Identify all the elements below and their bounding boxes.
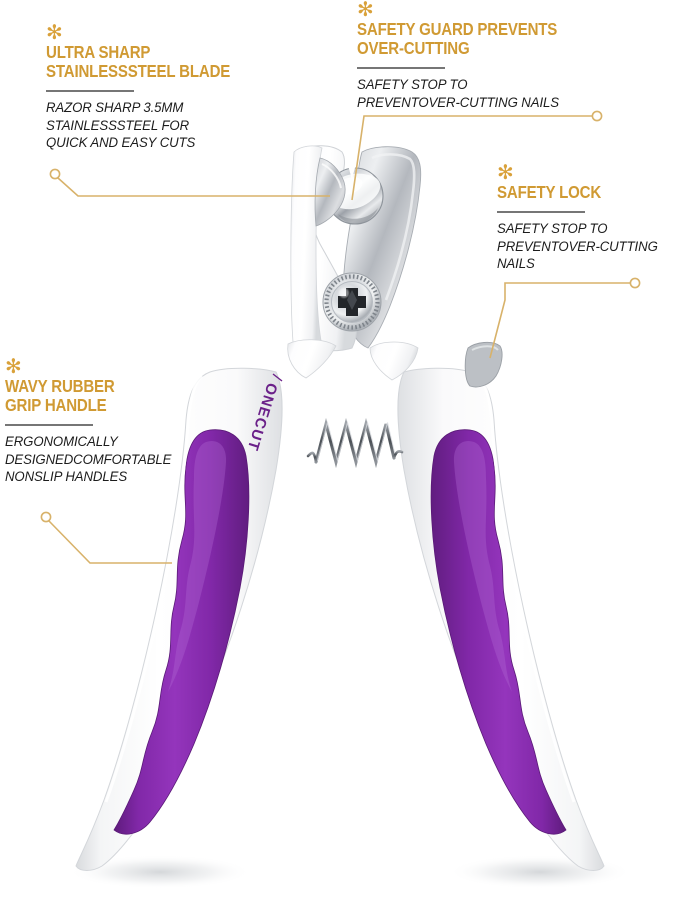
asterisk-icon: ✻ xyxy=(5,356,22,378)
callout-body: RAZOR SHARP 3.5MM STAINLESSSTEEL FOR QUI… xyxy=(46,100,196,151)
leader-line-blade xyxy=(57,177,330,197)
callout-divider xyxy=(46,90,134,92)
callout-title: SAFETY GUARD PREVENTS OVER-CUTTING xyxy=(357,19,558,58)
callout-safety-guard: ✻ SAFETY GUARD PREVENTS OVER-CUTTING SAF… xyxy=(357,0,657,112)
callout-wavy-rubber-grip: ✻ WAVY RUBBER GRIP HANDLE ERGONOMICALLY … xyxy=(5,356,235,487)
callout-divider xyxy=(357,67,445,69)
callout-body: SAFETY STOP TO PREVENTOVER-CUTTING NAILS xyxy=(357,77,559,111)
callout-title: WAVY RUBBER GRIP HANDLE xyxy=(5,376,115,415)
leader-dot-guard xyxy=(591,110,603,122)
leader-line-lock xyxy=(489,282,630,359)
callout-title: ULTRA SHARP STAINLESSSTEEL BLADE xyxy=(46,42,231,81)
leader-dot-grip xyxy=(40,511,52,523)
callout-divider xyxy=(497,211,585,213)
callout-body: SAFETY STOP TO PREVENTOVER-CUTTING NAILS xyxy=(497,221,658,272)
callout-title: SAFETY LOCK xyxy=(497,182,602,202)
asterisk-icon: ✻ xyxy=(46,22,63,44)
asterisk-icon: ✻ xyxy=(497,162,514,184)
callout-divider xyxy=(5,424,93,426)
leader-dot-lock xyxy=(629,277,641,289)
callout-safety-lock: ✻ SAFETY LOCK SAFETY STOP TO PREVENTOVER… xyxy=(497,162,679,274)
callout-ultra-sharp-blade: ✻ ULTRA SHARP STAINLESSSTEEL BLADE RAZOR… xyxy=(46,22,336,153)
leader-line-guard xyxy=(351,115,592,201)
leader-dot-blade xyxy=(49,168,61,180)
callout-body: ERGONOMICALLY DESIGNEDCOMFORTABLE NONSLI… xyxy=(5,434,172,485)
asterisk-icon: ✻ xyxy=(357,0,374,21)
leader-line-grip xyxy=(48,520,172,564)
